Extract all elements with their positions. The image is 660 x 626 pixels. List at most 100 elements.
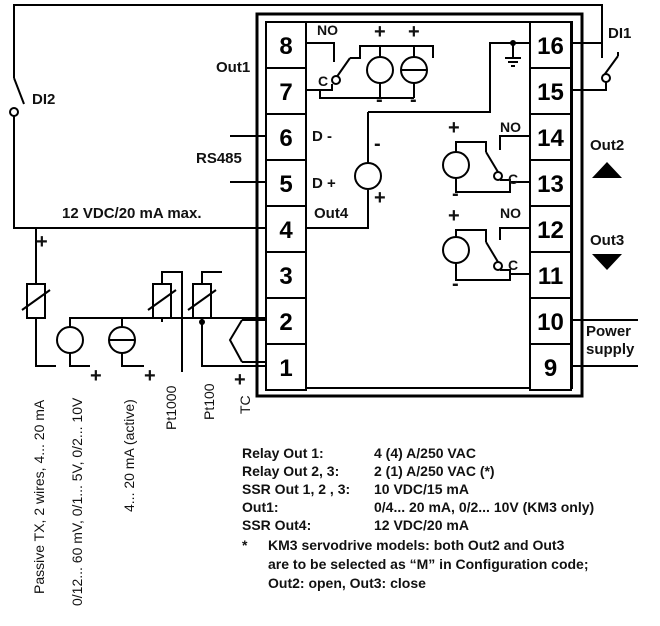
out1-relay-switch	[335, 57, 351, 79]
voltage-plus: +	[90, 365, 102, 387]
left-terminal-8: 8	[279, 33, 292, 60]
out4-label: Out4	[314, 205, 349, 222]
spec-name: SSR Out4:	[242, 517, 311, 533]
out1-no-label: NO	[317, 22, 338, 38]
spec-name: Relay Out 1:	[242, 445, 324, 461]
di1-return-wire	[571, 82, 607, 91]
passive-tx-label: Passive TX, 2 wires, 4... 20 mA	[31, 399, 47, 594]
right-terminal-14: 14	[537, 125, 564, 152]
pt1000-label: Pt1000	[163, 385, 179, 430]
left-terminal-2: 2	[279, 309, 292, 336]
out3-ssr-source	[442, 236, 470, 264]
out4-common-wire	[368, 42, 530, 113]
ground-symbol	[505, 43, 521, 67]
out3-c-wire	[500, 269, 530, 275]
out1-c-label: C	[318, 73, 328, 89]
out1-c-contact	[331, 75, 341, 85]
right-terminal-15: 15	[537, 79, 564, 106]
pt100-label: Pt100	[201, 383, 217, 420]
di-common-wire	[13, 4, 603, 78]
right-terminal-block: 16 15 14 13 12 11 10 9	[529, 21, 572, 391]
di2-contact	[9, 107, 19, 117]
out2-plus: +	[448, 117, 460, 139]
out4-plus: +	[374, 187, 386, 209]
right-terminal-16: 16	[537, 33, 564, 60]
spec-name: Out1:	[242, 499, 279, 515]
di2-return-wire	[13, 116, 266, 229]
left-terminal-4: 4	[279, 217, 293, 244]
supply-label: supply	[586, 341, 635, 358]
out4-ssr-source	[354, 162, 382, 190]
left-terminal-6: 6	[279, 125, 292, 152]
supply-12v-label: 12 VDC/20 mA max.	[62, 205, 202, 222]
rs485-label: RS485	[196, 150, 242, 167]
out3-minus: -	[452, 273, 459, 295]
passive-tx-plus: +	[36, 231, 48, 253]
instrument-inner-frame	[265, 21, 573, 389]
out1-ssr-bottom-wire	[306, 89, 414, 99]
out2-c-wire	[500, 179, 530, 183]
spec-value: 0/4... 20 mA, 0/2... 10V (KM3 only)	[374, 499, 594, 515]
out2-c-label: C	[508, 171, 518, 187]
input-common-wire	[69, 317, 266, 327]
out2-label: Out2	[590, 137, 624, 154]
out4-minus: -	[374, 133, 381, 155]
footnote: * KM3 servodrive models: both Out2 and Ou…	[242, 537, 589, 591]
right-terminal-12: 12	[537, 217, 564, 244]
di2-switch	[13, 77, 25, 105]
spec-value: 12 VDC/20 mA	[374, 517, 469, 533]
spec-value: 10 VDC/15 mA	[374, 481, 469, 497]
out2-relay-switch	[485, 151, 499, 173]
out2-c-contact	[493, 171, 503, 181]
out2-no-label: NO	[500, 119, 521, 135]
out2-ssr-source	[442, 151, 470, 179]
out1-analog-plus: +	[408, 21, 420, 43]
voltage-input-label: 0/12... 60 mV, 0/1... 5V, 0/2... 10V	[69, 397, 85, 606]
left-terminal-3: 3	[279, 263, 292, 290]
tc-label: TC	[237, 395, 253, 414]
d-minus-label: D -	[312, 128, 332, 145]
tc-thermocouple	[228, 319, 243, 363]
out3-down-arrow-icon	[592, 254, 622, 270]
out3-c-label: C	[508, 257, 518, 273]
left-terminal-1: 1	[279, 355, 292, 382]
right-terminal-9: 9	[544, 355, 557, 382]
spec-value: 4 (4) A/250 VAC	[374, 445, 476, 461]
spec-value: 2 (1) A/250 VAC (*)	[374, 463, 495, 479]
power-label: Power	[586, 323, 631, 340]
out1-ssr-top-wire	[350, 45, 434, 59]
right-terminal-11: 11	[538, 263, 563, 290]
instrument-frame	[255, 12, 584, 398]
tc-plus: +	[234, 369, 246, 391]
di1-contact	[601, 73, 611, 83]
out1-ssr-minus: -	[376, 89, 383, 111]
spec-name: SSR Out 1, 2 , 3:	[242, 481, 350, 497]
right-terminal-13: 13	[537, 171, 564, 198]
spec-name: Relay Out 2, 3:	[242, 463, 339, 479]
di1-label: DI1	[608, 25, 631, 42]
out1-ssr-voltage-source	[366, 56, 394, 84]
out4-wire	[306, 190, 369, 229]
out1-analog-minus: -	[410, 89, 417, 111]
left-terminal-7: 7	[279, 79, 292, 106]
out2-minus: -	[452, 183, 459, 205]
wiring	[9, 4, 638, 372]
footnote-line: KM3 servodrive models: both Out2 and Out…	[268, 537, 565, 553]
footnote-star: *	[242, 537, 248, 553]
out1-no-wire	[306, 42, 335, 62]
out3-c-contact	[493, 261, 503, 271]
out1-ssr-plus: +	[374, 21, 386, 43]
voltage-input-source	[56, 326, 84, 354]
out3-relay-switch	[485, 241, 499, 263]
right-terminal-10: 10	[537, 309, 564, 336]
out2-up-arrow-icon	[592, 162, 622, 178]
diagram-labels: Out1 RS485 D - D + Out4 12 VDC/20 mA max…	[31, 21, 635, 606]
di1-switch	[601, 43, 619, 79]
out3-plus: +	[448, 205, 460, 227]
out1-label: Out1	[216, 59, 250, 76]
out3-no-wire	[499, 227, 530, 240]
footnote-line: Out2: open, Out3: close	[268, 575, 426, 591]
specifications-table: Relay Out 1: 4 (4) A/250 VAC Relay Out 2, …	[242, 445, 594, 533]
